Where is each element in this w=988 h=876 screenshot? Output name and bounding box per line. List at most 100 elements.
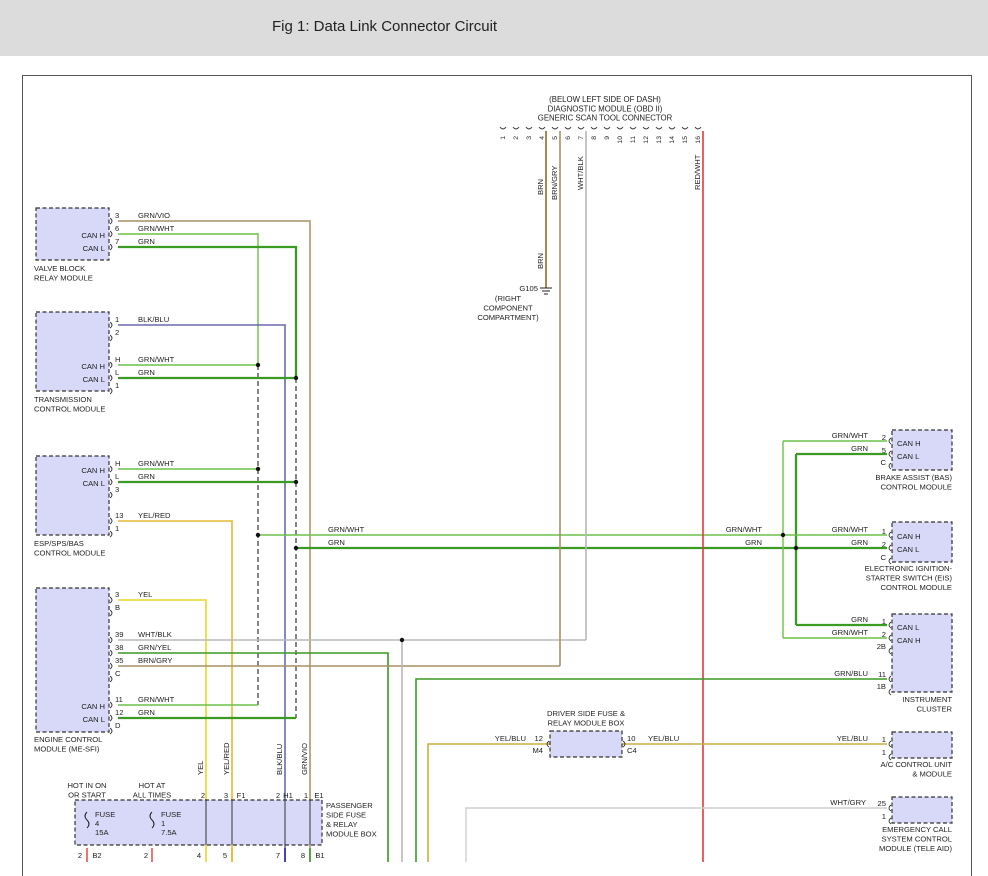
pin-number: 2 — [78, 851, 82, 860]
wire-label-vertical: GRN/VIO — [300, 743, 309, 775]
can-l-label: CAN L — [83, 715, 105, 724]
can-l-label: CAN L — [83, 375, 105, 384]
wire-label-brn-gry: BRN/GRY — [550, 166, 559, 200]
pin-number: 1 — [882, 527, 886, 536]
module-name: & RELAY — [326, 820, 358, 829]
pin-number: 1 — [115, 315, 119, 324]
obd-label: (BELOW LEFT SIDE OF DASH) — [549, 95, 661, 104]
pin-number: 2 — [115, 328, 119, 337]
wire-label: YEL/BLU — [837, 734, 868, 743]
ground-label: COMPARTMENT) — [477, 313, 539, 322]
obd-pin-number: 13 — [656, 136, 663, 144]
pin-mark — [109, 714, 113, 722]
pin-number: C — [115, 669, 121, 678]
fuse-label: FUSE — [161, 810, 181, 819]
module-name: CONTROL MODULE — [34, 405, 105, 414]
pin-mark — [512, 126, 520, 130]
modules-layer — [35, 126, 953, 846]
wire-label: GRN/WHT — [832, 525, 869, 534]
pin-mark — [694, 126, 702, 130]
tele-aid-module — [891, 796, 953, 824]
pin-number: H1 — [283, 791, 293, 800]
hot-label: HOT IN ON — [67, 781, 106, 790]
wire-label: GRN/BLU — [834, 669, 868, 678]
wire-label: GRN — [138, 237, 155, 246]
pin-number: H — [115, 355, 120, 364]
pin-number: 8 — [301, 851, 305, 860]
wires-layer — [86, 131, 887, 862]
pin-mark — [109, 596, 113, 604]
obd-pin-number: 15 — [682, 136, 689, 144]
pin-mark — [888, 621, 892, 629]
pin-number: 1 — [115, 381, 119, 390]
pin-mark — [590, 126, 598, 130]
obd-pin-number: 7 — [578, 136, 585, 140]
pin-number: 11 — [878, 670, 886, 679]
pin-mark — [888, 634, 892, 642]
pin-mark — [888, 462, 892, 470]
pin-mark — [109, 361, 113, 369]
pin-number: D — [115, 721, 121, 730]
pin-mark — [888, 817, 892, 825]
splice-dot — [255, 466, 261, 472]
pin-number: C — [881, 458, 887, 467]
can-h-label: CAN H — [81, 466, 105, 475]
pin-number: C — [881, 553, 887, 562]
pin-mark — [642, 126, 650, 130]
obd-pin-number: 11 — [630, 136, 637, 143]
wire-label: YEL/BLU — [495, 734, 526, 743]
ground-label: COMPONENT — [483, 304, 533, 313]
pin-mark — [564, 126, 572, 130]
module-name: A/C CONTROL UNIT — [881, 760, 953, 769]
bus-label-can-l: GRN — [745, 538, 762, 547]
wire-label: GRN/WHT — [138, 224, 175, 233]
splice-dot — [293, 545, 299, 551]
ac-control-module — [891, 731, 953, 759]
obd-pin-number: 8 — [591, 136, 598, 140]
pin-mark — [109, 230, 113, 238]
module-name: SIDE FUSE — [326, 811, 366, 820]
pin-mark — [109, 217, 113, 225]
module-name: STARTER SWITCH (EIS) — [866, 574, 953, 583]
pin-number: B1 — [315, 851, 324, 860]
pin-mark — [622, 740, 626, 748]
wire-label: GRN — [851, 538, 868, 547]
pin-number: 5 — [223, 851, 227, 860]
can-h-label: CAN H — [897, 439, 921, 448]
pin-number: M4 — [532, 746, 543, 755]
pin-mark — [109, 649, 113, 657]
module-name: CONTROL MODULE — [881, 483, 952, 492]
wire-label: WHT/GRY — [830, 798, 866, 807]
obd-pin-number: 12 — [643, 136, 650, 144]
hot-label: HOT AT — [139, 781, 166, 790]
pin-number: 1 — [882, 812, 886, 821]
wire-label-vertical: YEL — [196, 761, 205, 775]
wire-label-vertical: YEL/RED — [222, 742, 231, 775]
pin-number: B — [115, 603, 120, 612]
pin-number: 1B — [877, 682, 886, 691]
pin-mark — [888, 675, 892, 683]
can-h-label: CAN H — [897, 636, 921, 645]
wire-label: YEL/RED — [138, 511, 171, 520]
pin-mark — [888, 740, 892, 748]
obd-pin-number: 4 — [539, 136, 546, 140]
pin-number: 39 — [115, 630, 123, 639]
wire-label: YEL — [138, 590, 152, 599]
obd-pin-number: 3 — [526, 136, 533, 140]
pin-number: 11 — [115, 695, 123, 704]
wire-grn-vio — [118, 220, 311, 862]
pin-number: 7 — [115, 237, 119, 246]
module-name: ENGINE CONTROL — [34, 735, 102, 744]
obd-pin-number: 2 — [513, 136, 520, 140]
hot-label: OR START — [68, 791, 106, 800]
wire-label: WHT/BLK — [138, 630, 172, 639]
wire-label-brn: BRN — [536, 253, 545, 269]
figure-title: Fig 1: Data Link Connector Circuit — [272, 18, 498, 35]
pin-mark — [109, 517, 113, 525]
wire-yel-red — [118, 520, 233, 862]
wire-valve-can-h — [118, 233, 259, 365]
wire-label-wht-blk: WHT/BLK — [576, 156, 585, 190]
wire-grn-blu — [415, 678, 887, 862]
module-name: SYSTEM CONTROL — [882, 835, 952, 844]
module-name: MODULE BOX — [326, 830, 377, 839]
